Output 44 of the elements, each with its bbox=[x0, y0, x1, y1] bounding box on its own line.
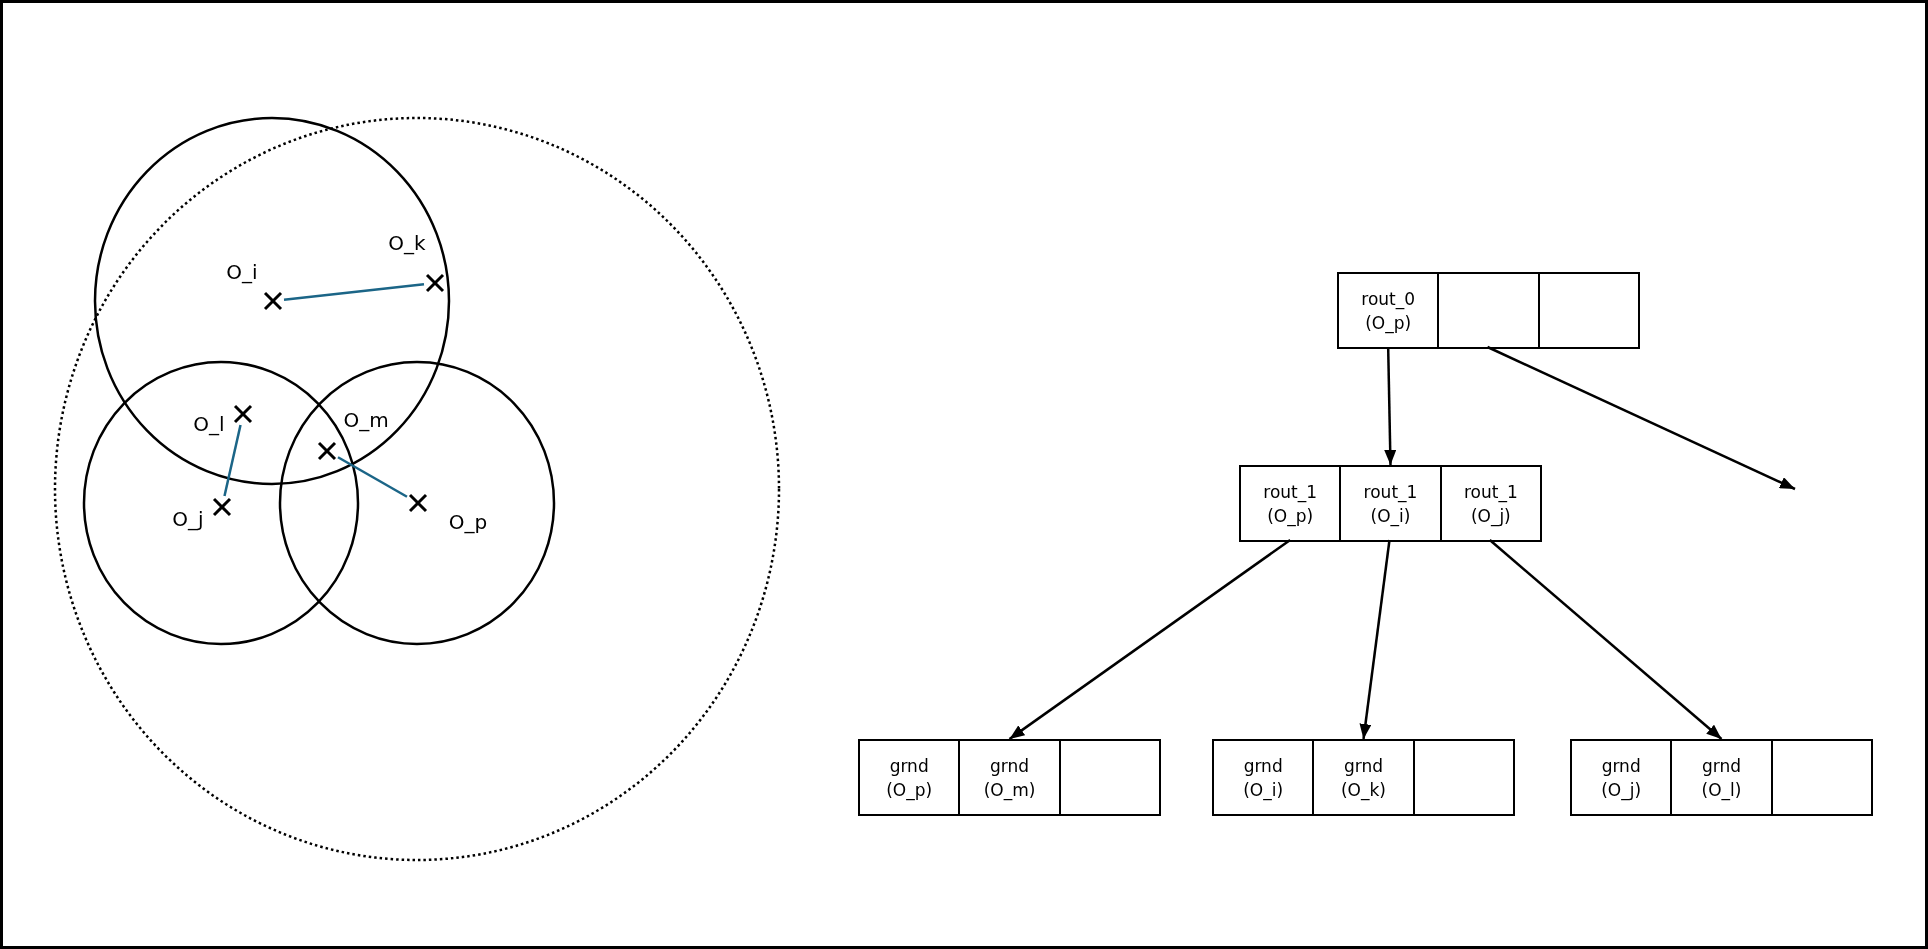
arrow bbox=[1486, 345, 1796, 491]
tree-node-box bbox=[858, 739, 1161, 816]
cross-icon bbox=[407, 492, 429, 514]
connector-line bbox=[283, 282, 425, 302]
entry-name: grnd bbox=[989, 754, 1029, 778]
entry-name: rout_1 bbox=[1263, 480, 1318, 504]
entry-name: rout_0 bbox=[1361, 287, 1416, 311]
entry-name: grnd bbox=[1343, 754, 1383, 778]
object-label: (O_j) bbox=[1601, 778, 1642, 802]
arrow bbox=[1384, 346, 1397, 466]
point-label: O_k bbox=[388, 232, 426, 254]
arrow bbox=[1008, 539, 1291, 740]
tree-node-box bbox=[1239, 465, 1542, 542]
cross-icon bbox=[262, 290, 284, 312]
point-label: O_l bbox=[193, 413, 225, 435]
point-label: O_p bbox=[448, 511, 488, 533]
entry-name: grnd bbox=[889, 754, 929, 778]
entry-name: grnd bbox=[1601, 754, 1641, 778]
point-label: O_m bbox=[343, 409, 389, 431]
tree-node-box bbox=[1337, 272, 1640, 349]
object-label: (O_j) bbox=[1470, 504, 1511, 528]
cross-icon bbox=[211, 496, 233, 518]
entry-name: grnd bbox=[1701, 754, 1741, 778]
object-label: (O_p) bbox=[886, 778, 933, 802]
tree-node-box bbox=[1212, 739, 1515, 816]
object-label: (O_k) bbox=[1341, 778, 1386, 802]
cross-icon bbox=[424, 272, 446, 294]
object-label: (O_p) bbox=[1365, 311, 1412, 335]
arrow bbox=[1489, 539, 1723, 740]
cross-icon bbox=[232, 403, 254, 425]
object-label: (O_m) bbox=[983, 778, 1036, 802]
object-label: (O_i) bbox=[1370, 504, 1411, 528]
object-label: (O_l) bbox=[1701, 778, 1742, 802]
connector-line bbox=[223, 424, 242, 497]
object-label: (O_i) bbox=[1243, 778, 1284, 802]
object-label: (O_p) bbox=[1267, 504, 1314, 528]
point-label: O_j bbox=[172, 508, 204, 530]
tree-node-box bbox=[1570, 739, 1873, 816]
cross-icon bbox=[316, 440, 338, 462]
entry-name: rout_1 bbox=[1463, 480, 1518, 504]
arrow bbox=[1359, 539, 1391, 740]
point-label: O_i bbox=[226, 261, 258, 283]
entry-name: rout_1 bbox=[1363, 480, 1418, 504]
entry-name: grnd bbox=[1243, 754, 1283, 778]
